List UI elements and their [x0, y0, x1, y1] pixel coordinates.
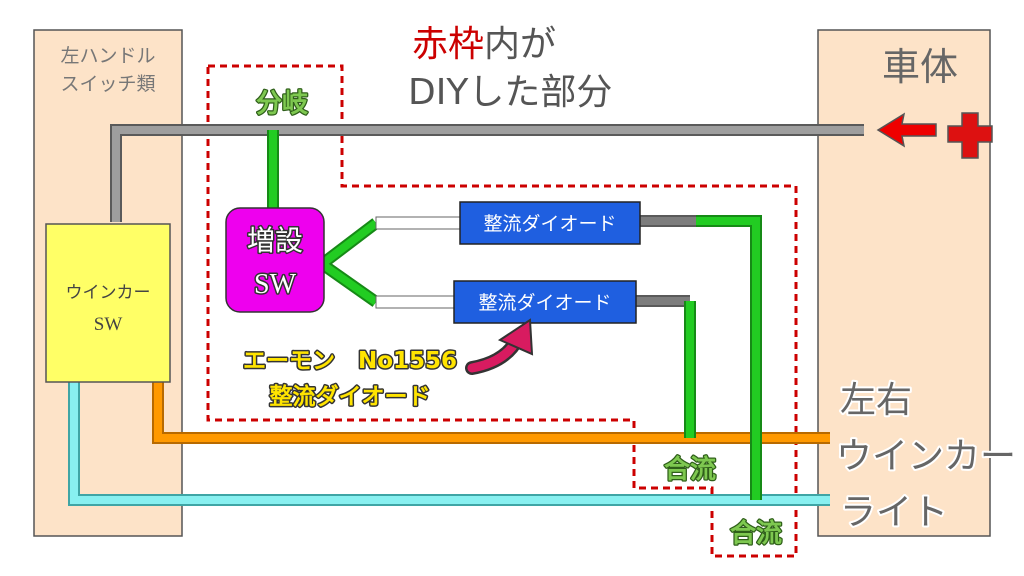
lights-line3: ライト	[840, 492, 948, 533]
diode-lower-label: 整流ダイオード	[478, 292, 611, 314]
winker-switch-line2: SW	[94, 314, 123, 335]
wire-green-output	[684, 215, 762, 500]
diode-upper-label: 整流ダイオード	[483, 213, 616, 235]
wire-orange	[152, 382, 830, 444]
curved-arrow-icon	[465, 318, 534, 375]
added-switch-line2: SW	[254, 269, 297, 300]
branch-label: 分岐	[256, 89, 308, 119]
left-panel-line1: 左ハンドル	[60, 45, 155, 67]
lights-line2: ウインカー	[836, 436, 1016, 477]
diode-upper	[459, 201, 641, 245]
merge-label-1: 合流	[664, 454, 716, 485]
title-line2: DIYした部分	[408, 72, 612, 113]
left-panel-line2: スイッチ類	[60, 73, 155, 95]
added-switch-line1: 増設	[247, 224, 303, 257]
winker-switch-line1: ウインカー	[66, 283, 151, 303]
diy-frame	[206, 64, 798, 558]
title-emphasis: 赤枠	[412, 24, 484, 65]
added-switch	[225, 207, 325, 313]
diode-lower	[453, 280, 637, 324]
merge-label-2: 合流	[730, 518, 782, 549]
title-line1-rest: 内が	[484, 24, 556, 65]
product-line1: エーモン No1556	[243, 348, 457, 374]
product-line2: 整流ダイオード	[270, 383, 431, 410]
winker-switch	[45, 223, 171, 383]
wire-green-branch	[267, 130, 380, 307]
body-label: 車体	[882, 45, 958, 89]
lights-line1: 左右	[840, 380, 912, 421]
plus-icon	[947, 112, 993, 159]
title-line1: 赤枠内が	[412, 24, 556, 65]
left-arrow-icon	[876, 112, 937, 148]
